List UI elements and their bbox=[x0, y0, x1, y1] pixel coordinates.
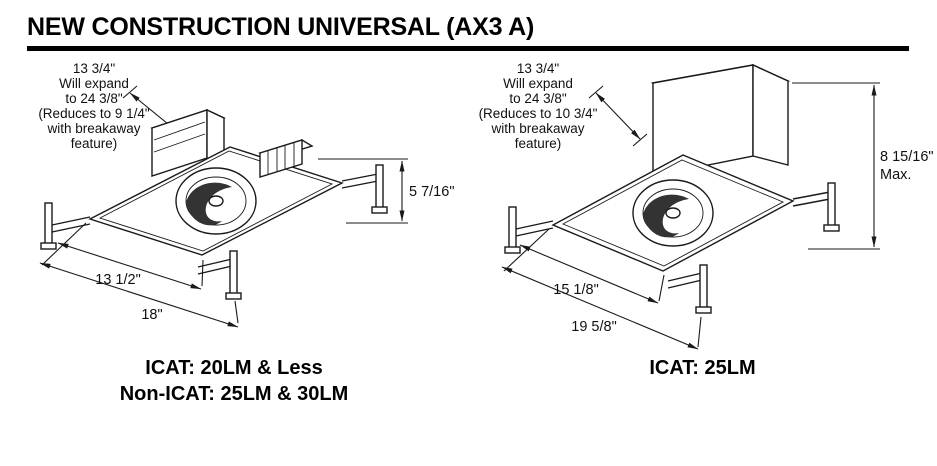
left-inner-width-label: 13 1/2" bbox=[95, 272, 140, 288]
right-aperture bbox=[633, 180, 713, 246]
right-height-dimension: 8 15/16" Max. bbox=[792, 83, 934, 249]
right-figure: 13 3/4" Will expand to 24 3/8" (Reduces … bbox=[468, 53, 937, 407]
right-fixture-drawing: 13 3/4" Will expand to 24 3/8" (Reduces … bbox=[468, 53, 937, 353]
left-hanger-bar-near bbox=[198, 251, 241, 299]
right-caption-line-1: ICAT: 25LM bbox=[649, 355, 755, 381]
right-expand-tick-2 bbox=[633, 134, 647, 146]
left-hanger-bar-right bbox=[342, 165, 387, 213]
left-figure: 13 3/4" Will expand to 24 3/8" (Reduces … bbox=[0, 53, 468, 407]
right-hanger-bar-near bbox=[668, 265, 711, 313]
right-expand-tick-1 bbox=[589, 86, 603, 98]
right-note-line-4: (Reduces to 10 3/4" bbox=[478, 106, 597, 121]
right-hanger-bar-left bbox=[505, 207, 553, 253]
figures-row: 13 3/4" Will expand to 24 3/8" (Reduces … bbox=[0, 53, 937, 407]
right-inner-width-label: 15 1/8" bbox=[553, 282, 598, 298]
right-expand-note: 13 3/4" Will expand to 24 3/8" (Reduces … bbox=[478, 61, 646, 151]
right-note-line-5: with breakaway bbox=[490, 121, 584, 136]
left-caption-line-1: ICAT: 20LM & Less bbox=[120, 355, 349, 381]
left-caption-line-2: Non-ICAT: 25LM & 30LM bbox=[120, 381, 349, 407]
left-note-line-5: with breakaway bbox=[46, 121, 140, 136]
right-outer-width-label: 19 5/8" bbox=[571, 319, 616, 335]
section-header: NEW CONSTRUCTION UNIVERSAL (AX3 A) bbox=[27, 13, 909, 51]
left-fixture-drawing: 13 3/4" Will expand to 24 3/8" (Reduces … bbox=[2, 53, 467, 353]
left-note-line-1: 13 3/4" bbox=[72, 61, 115, 76]
left-caption: ICAT: 20LM & Less Non-ICAT: 25LM & 30LM bbox=[120, 355, 349, 407]
right-height-dimension-label: 8 15/16" bbox=[880, 149, 934, 165]
left-note-line-4: (Reduces to 9 1/4" bbox=[38, 106, 150, 121]
right-note-line-3: to 24 3/8" bbox=[509, 91, 567, 106]
left-height-dimension-label: 5 7/16" bbox=[409, 184, 454, 200]
right-expand-dimension-line bbox=[596, 93, 640, 139]
right-caption: ICAT: 25LM bbox=[649, 355, 755, 381]
right-note-line-2: Will expand bbox=[503, 76, 573, 91]
left-note-line-2: Will expand bbox=[59, 76, 129, 91]
left-outer-width-label: 18" bbox=[141, 307, 162, 323]
right-note-line-6: feature) bbox=[514, 136, 561, 151]
left-note-line-6: feature) bbox=[70, 136, 117, 151]
right-hanger-bar-right bbox=[793, 183, 839, 231]
spec-sheet-page: NEW CONSTRUCTION UNIVERSAL (AX3 A) 13 3/… bbox=[0, 13, 937, 466]
right-height-dimension-suffix: Max. bbox=[880, 167, 911, 183]
left-note-line-3: to 24 3/8" bbox=[65, 91, 123, 106]
page-title: NEW CONSTRUCTION UNIVERSAL (AX3 A) bbox=[27, 13, 534, 41]
right-note-line-1: 13 3/4" bbox=[516, 61, 559, 76]
left-aperture bbox=[176, 168, 256, 234]
right-enclosure-box bbox=[653, 65, 788, 176]
